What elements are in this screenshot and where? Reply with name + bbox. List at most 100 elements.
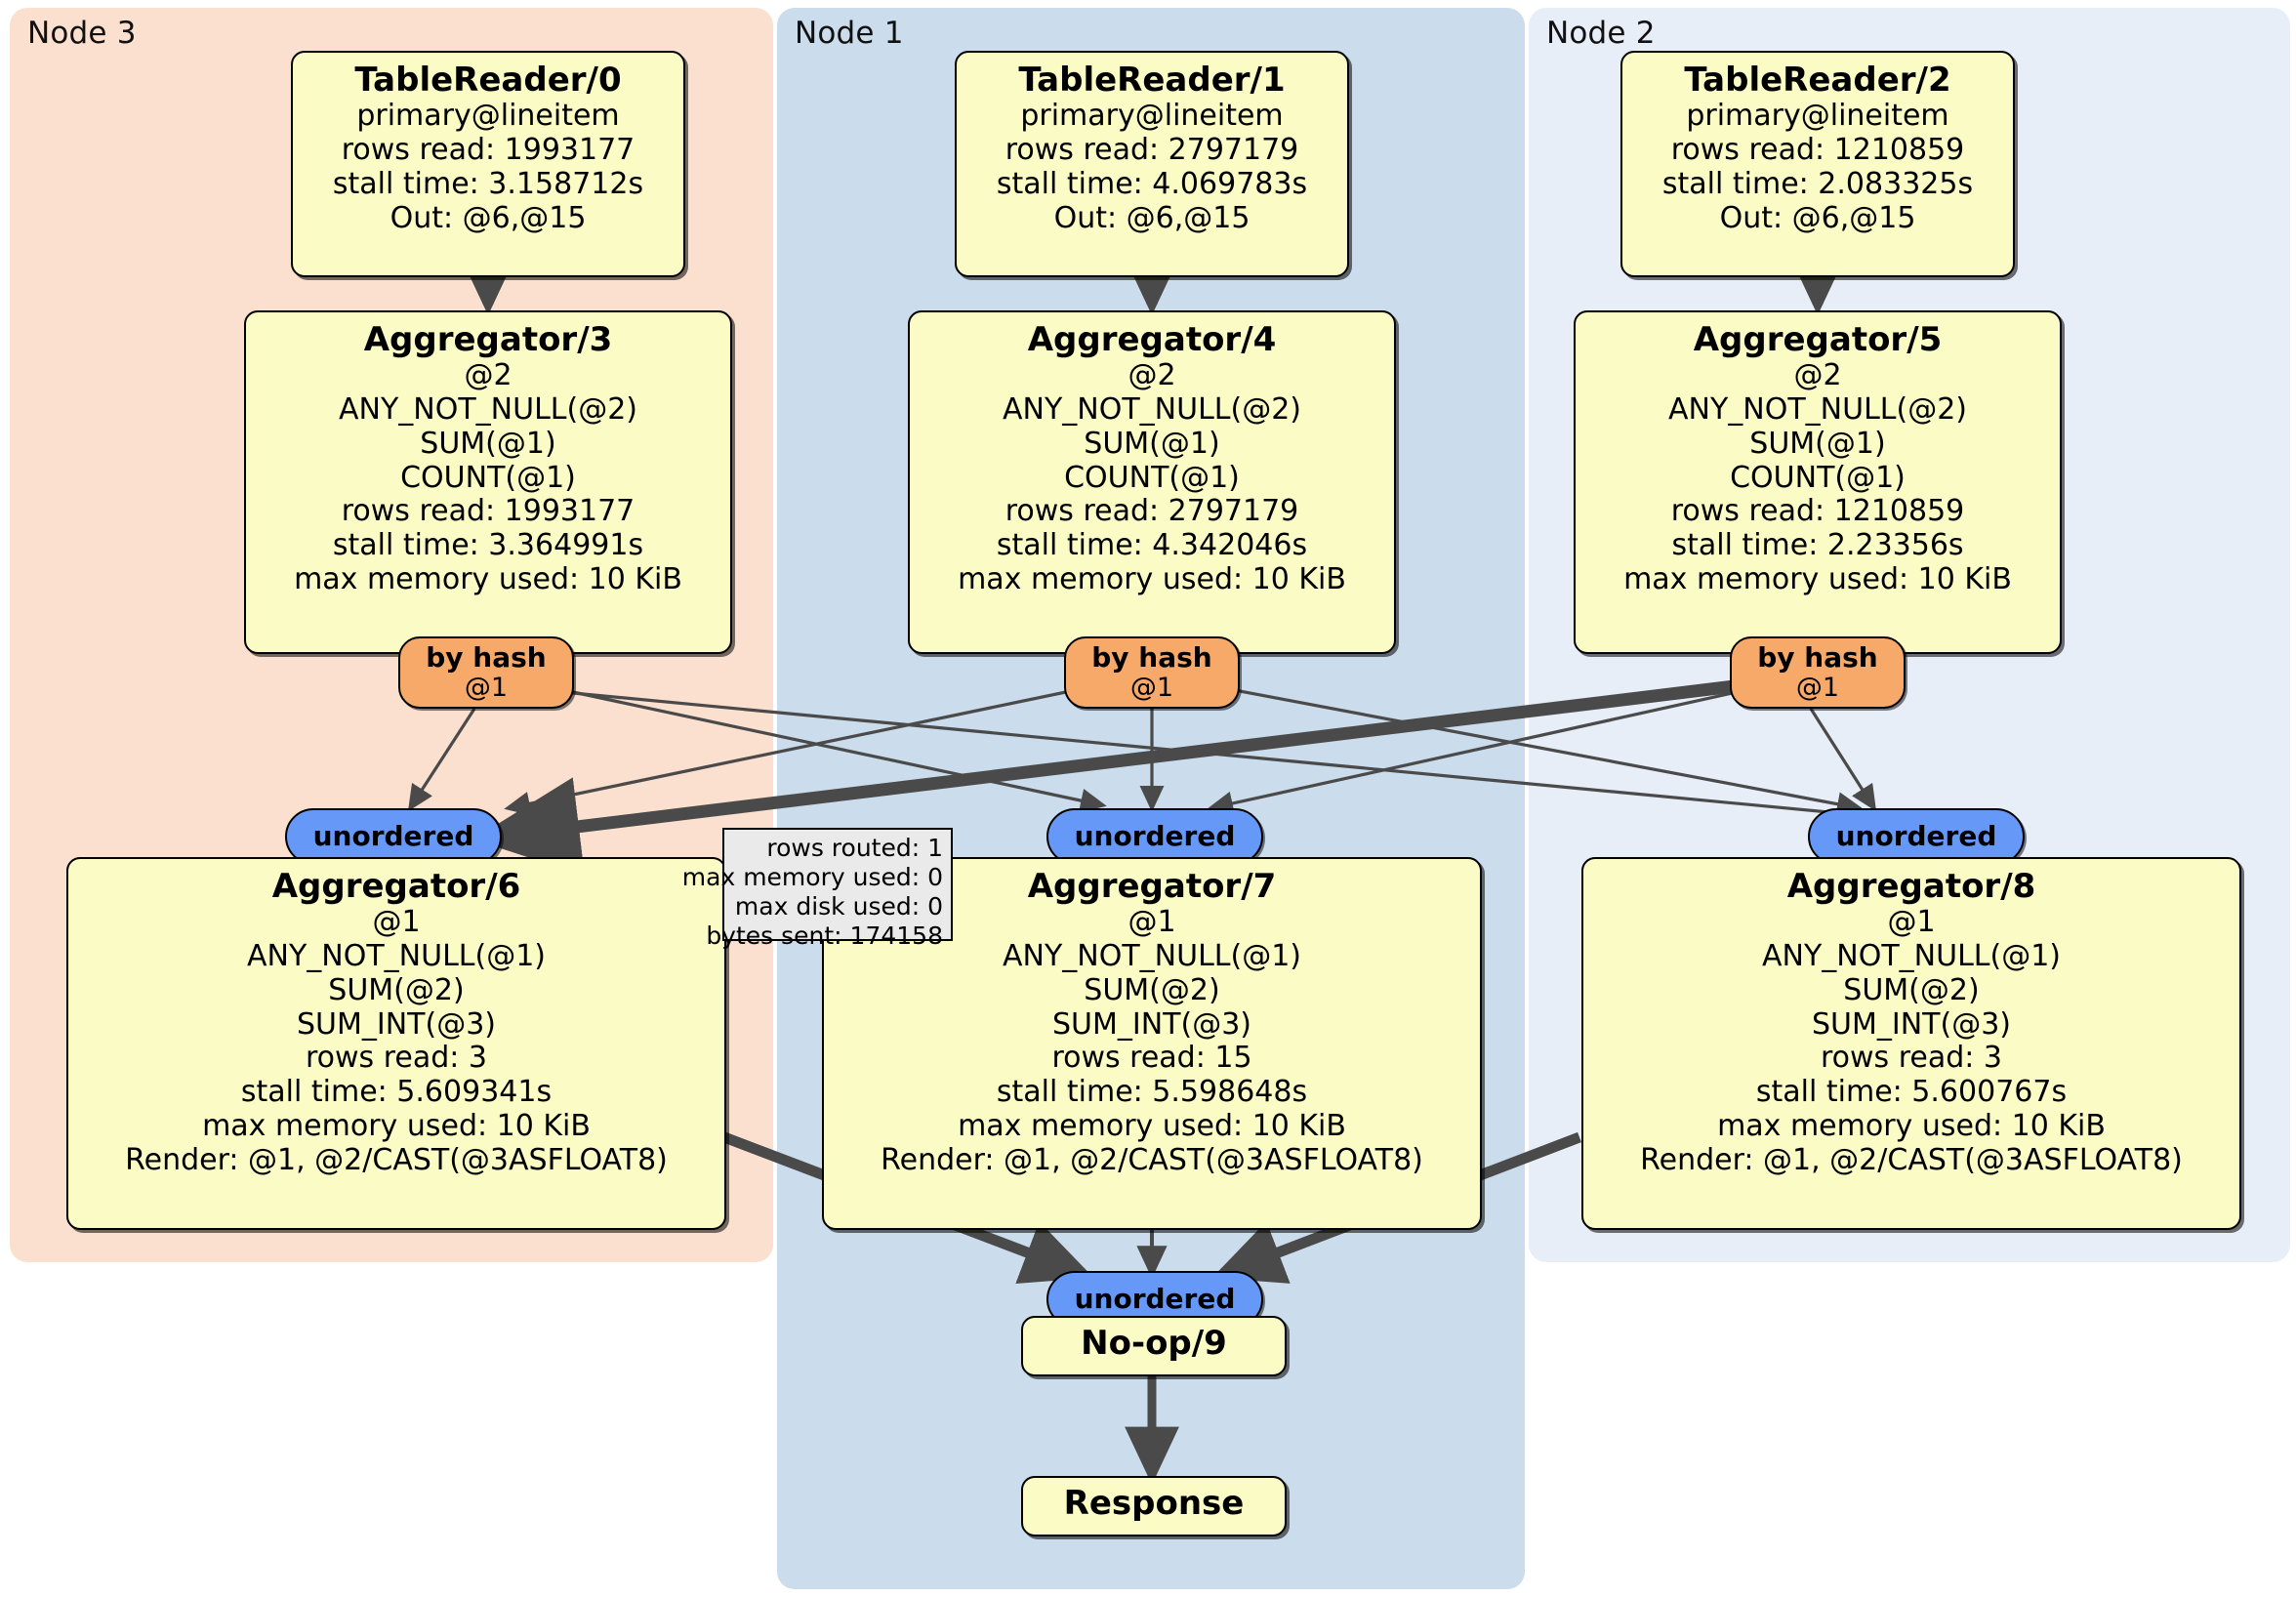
processor-title: TableReader/1 xyxy=(1018,61,1286,100)
processor-detail: stall time: 4.342046s xyxy=(996,528,1308,563)
hash-router-node3[interactable]: by hash @1 xyxy=(398,636,574,709)
processor-table-reader-0[interactable]: TableReader/0 primary@lineitem rows read… xyxy=(291,51,685,277)
processor-table-reader-2[interactable]: TableReader/2 primary@lineitem rows read… xyxy=(1620,51,2015,277)
processor-response[interactable]: Response xyxy=(1021,1476,1287,1536)
processor-title: Aggregator/4 xyxy=(1027,320,1277,359)
processor-aggregator-3[interactable]: Aggregator/3 @2 ANY_NOT_NULL(@2) SUM(@1)… xyxy=(244,310,732,654)
processor-detail: rows read: 1993177 xyxy=(341,494,636,529)
processor-title: Aggregator/8 xyxy=(1786,867,2036,906)
processor-detail: primary@lineitem xyxy=(1020,99,1284,134)
processor-detail: rows read: 2797179 xyxy=(1004,132,1299,167)
processor-detail: rows read: 1210859 xyxy=(1670,494,1965,529)
processor-detail: Render: @1, @2/CAST(@3ASFLOAT8) xyxy=(881,1142,1423,1177)
processor-title: TableReader/2 xyxy=(1684,61,1951,100)
processor-detail: @2 xyxy=(1793,358,1842,393)
processor-detail: rows read: 1993177 xyxy=(341,132,636,167)
processor-title: TableReader/0 xyxy=(354,61,622,100)
hash-router-node1[interactable]: by hash @1 xyxy=(1064,636,1240,709)
processor-detail: Out: @6,@15 xyxy=(1053,200,1250,235)
unordered-receiver-label: unordered xyxy=(1074,1282,1236,1315)
processor-detail: stall time: 3.364991s xyxy=(332,528,644,563)
stream-stat-line: max disk used: 0 xyxy=(734,892,943,921)
processor-detail: rows read: 3 xyxy=(305,1041,488,1076)
stream-stat-line: bytes sent: 174158 xyxy=(706,921,943,950)
processor-aggregator-5[interactable]: Aggregator/5 @2 ANY_NOT_NULL(@2) SUM(@1)… xyxy=(1574,310,2062,654)
processor-detail: rows read: 2797179 xyxy=(1004,494,1299,529)
unordered-receiver-label: unordered xyxy=(312,819,474,852)
unordered-receiver-label: unordered xyxy=(1835,819,1997,852)
processor-title: Response xyxy=(1063,1484,1245,1523)
hash-router-title: by hash xyxy=(426,640,547,674)
processor-detail: @1 xyxy=(1128,905,1176,940)
processor-detail: @2 xyxy=(464,358,512,393)
processor-detail: SUM(@1) xyxy=(1084,426,1220,461)
processor-detail: SUM(@2) xyxy=(328,972,465,1007)
stream-stat-line: max memory used: 0 xyxy=(681,863,943,891)
processor-detail: max memory used: 10 KiB xyxy=(1623,561,2012,596)
processor-detail: COUNT(@1) xyxy=(1730,460,1906,495)
processor-detail: rows read: 1210859 xyxy=(1670,132,1965,167)
processor-detail: rows read: 3 xyxy=(1820,1041,2003,1076)
processor-detail: COUNT(@1) xyxy=(1064,460,1240,495)
processor-detail: SUM(@2) xyxy=(1084,972,1220,1007)
processor-title: Aggregator/3 xyxy=(363,320,613,359)
processor-detail: max memory used: 10 KiB xyxy=(958,561,1346,596)
processor-title: No-op/9 xyxy=(1081,1324,1227,1363)
processor-aggregator-8[interactable]: Aggregator/8 @1 ANY_NOT_NULL(@1) SUM(@2)… xyxy=(1581,857,2241,1230)
processor-detail: max memory used: 10 KiB xyxy=(202,1108,591,1143)
processor-title: Aggregator/6 xyxy=(271,867,521,906)
node-panel-label-node1: Node 1 xyxy=(795,16,904,51)
unordered-receiver-label: unordered xyxy=(1074,819,1236,852)
processor-detail: Render: @1, @2/CAST(@3ASFLOAT8) xyxy=(125,1142,668,1177)
processor-detail: ANY_NOT_NULL(@2) xyxy=(339,391,637,427)
processor-detail: COUNT(@1) xyxy=(400,460,576,495)
processor-title: Aggregator/7 xyxy=(1027,867,1277,906)
processor-detail: SUM(@1) xyxy=(420,426,556,461)
processor-detail: SUM_INT(@3) xyxy=(1812,1006,2011,1042)
processor-detail: ANY_NOT_NULL(@1) xyxy=(1003,938,1301,973)
unordered-receiver-node2[interactable]: unordered xyxy=(1808,808,2025,865)
processor-detail: Out: @6,@15 xyxy=(390,200,587,235)
processor-aggregator-4[interactable]: Aggregator/4 @2 ANY_NOT_NULL(@2) SUM(@1)… xyxy=(908,310,1396,654)
processor-noop-9[interactable]: No-op/9 xyxy=(1021,1316,1287,1376)
processor-detail: @2 xyxy=(1128,358,1176,393)
stream-stats-box: rows routed: 1 max memory used: 0 max di… xyxy=(682,828,953,950)
processor-detail: Out: @6,@15 xyxy=(1719,200,1916,235)
processor-detail: ANY_NOT_NULL(@2) xyxy=(1003,391,1301,427)
processor-aggregator-6[interactable]: Aggregator/6 @1 ANY_NOT_NULL(@1) SUM(@2)… xyxy=(66,857,726,1230)
processor-detail: @1 xyxy=(1887,905,1936,940)
processor-detail: SUM(@2) xyxy=(1843,972,1980,1007)
hash-router-title: by hash xyxy=(1091,640,1212,674)
processor-detail: ANY_NOT_NULL(@1) xyxy=(247,938,546,973)
processor-detail: max memory used: 10 KiB xyxy=(294,561,682,596)
hash-router-column: @1 xyxy=(1795,672,1840,703)
unordered-receiver-node1[interactable]: unordered xyxy=(1046,808,1263,865)
hash-router-title: by hash xyxy=(1757,640,1878,674)
processor-detail: stall time: 2.083325s xyxy=(1661,166,1974,201)
processor-detail: SUM(@1) xyxy=(1749,426,1886,461)
processor-detail: ANY_NOT_NULL(@1) xyxy=(1762,938,2061,973)
node-panel-label-node2: Node 2 xyxy=(1546,16,1656,51)
processor-detail: max memory used: 10 KiB xyxy=(958,1108,1346,1143)
processor-detail: stall time: 2.23356s xyxy=(1671,528,1964,563)
processor-detail: stall time: 3.158712s xyxy=(332,166,644,201)
node-panel-label-node3: Node 3 xyxy=(27,16,137,51)
processor-detail: @1 xyxy=(372,905,421,940)
processor-detail: primary@lineitem xyxy=(356,99,620,134)
processor-detail: stall time: 4.069783s xyxy=(996,166,1308,201)
processor-title: Aggregator/5 xyxy=(1693,320,1943,359)
processor-detail: max memory used: 10 KiB xyxy=(1717,1108,2106,1143)
processor-detail: ANY_NOT_NULL(@2) xyxy=(1668,391,1967,427)
processor-detail: SUM_INT(@3) xyxy=(297,1006,496,1042)
hash-router-column: @1 xyxy=(1129,672,1174,703)
processor-detail: stall time: 5.609341s xyxy=(240,1075,553,1110)
processor-table-reader-1[interactable]: TableReader/1 primary@lineitem rows read… xyxy=(955,51,1349,277)
processor-detail: stall time: 5.598648s xyxy=(996,1075,1308,1110)
processor-detail: stall time: 5.600767s xyxy=(1755,1075,2068,1110)
stream-stat-line: rows routed: 1 xyxy=(766,834,943,862)
hash-router-column: @1 xyxy=(464,672,509,703)
processor-detail: rows read: 15 xyxy=(1051,1041,1252,1076)
hash-router-node2[interactable]: by hash @1 xyxy=(1730,636,1906,709)
processor-detail: primary@lineitem xyxy=(1686,99,1949,134)
